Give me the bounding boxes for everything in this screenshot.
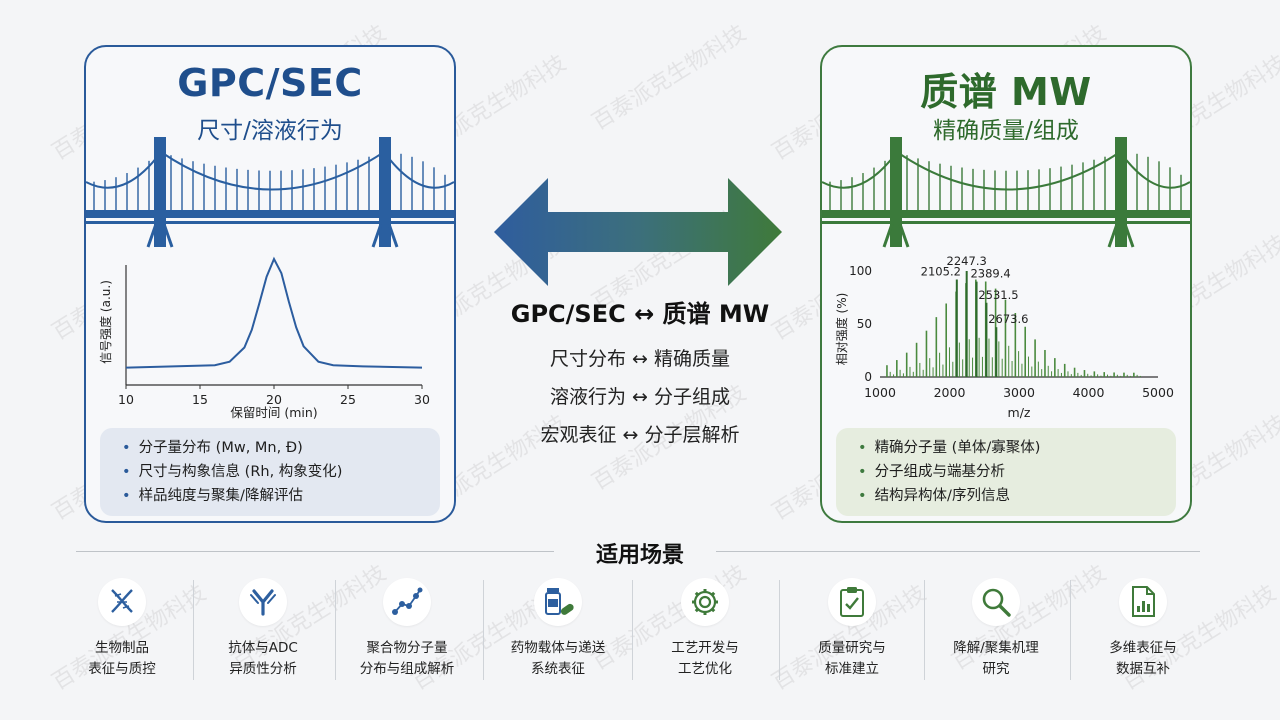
scenario-label-line: 生物制品: [95, 640, 149, 656]
ms-peak-label: 2247.3: [947, 254, 987, 268]
ms-peak-label: 2531.5: [978, 288, 1018, 302]
gpc-xtick-label: 15: [192, 392, 208, 407]
scenario-label-line: 表征与质控: [88, 661, 156, 677]
scenario-card: 聚合物分子量分布与组成解析: [336, 578, 478, 680]
scenario-label-line: 异质性分析: [229, 661, 297, 677]
comparison-title: GPC/SEC ↔ 质谱 MW: [510, 300, 770, 328]
scenario-separator: [924, 580, 925, 680]
scenario-label: 多维表征与数据互补: [1072, 638, 1214, 680]
scenario-separator: [778, 580, 780, 680]
gpc-xtick-label: 20: [266, 392, 282, 407]
gpc-xtick-label: 25: [340, 392, 356, 407]
gpc-trace: [125, 256, 423, 369]
scenario-card: 多维表征与数据互补: [1072, 578, 1214, 680]
gpc-sec-panel: GPC/SEC 尺寸/溶液行为 信号强度 (a.u.) 10 15 20 25 30 保…: [84, 45, 456, 523]
dna-icon: [98, 578, 146, 626]
scenario-label-line: 工艺开发与: [671, 640, 739, 656]
scenario-card: 生物制品表征与质控: [51, 578, 193, 680]
ms-ytick-label: 0: [864, 370, 872, 384]
scenario-separator: [335, 580, 336, 680]
ms-feature-item: •分子组成与端基分析: [858, 464, 1006, 480]
scenario-label: 质量研究与标准建立: [781, 638, 923, 680]
scenario-label-line: 质量研究与: [818, 640, 886, 656]
gpc-xtick-label: 10: [118, 392, 134, 407]
scenario-label: 聚合物分子量分布与组成解析: [336, 638, 478, 680]
scenario-label-line: 降解/聚集机理: [953, 640, 1039, 656]
ms-xtick-label: 5000: [1142, 385, 1174, 400]
scenario-label-line: 抗体与ADC: [228, 640, 298, 656]
watermark-text: 百泰派克生物科技: [588, 20, 751, 136]
ms-xtick-label: 1000: [864, 385, 896, 400]
scenario-label: 降解/聚集机理研究: [925, 638, 1067, 680]
scenario-separator: [482, 580, 484, 680]
gpc-xlabel: 保留时间 (min): [230, 405, 317, 420]
scenario-card: 质量研究与标准建立: [781, 578, 923, 680]
divider-right: [716, 551, 1200, 552]
ms-feature-list: •精确分子量 (单体/寡聚体) •分子组成与端基分析 •结构异构体/序列信息: [836, 428, 1176, 516]
clipboard-icon: [828, 578, 876, 626]
scenario-separator: [192, 580, 194, 680]
ms-title: 质谱 MW: [920, 70, 1092, 114]
scenario-label-line: 多维表征与: [1109, 640, 1177, 656]
ms-xtick-label: 3000: [1003, 385, 1035, 400]
scenario-label: 药物载体与递送系统表征: [487, 638, 629, 680]
antibody-icon: [239, 578, 287, 626]
scenario-separator: [1069, 580, 1071, 680]
document-chart-icon: [1119, 578, 1167, 626]
section-title: 适用场景: [595, 543, 684, 568]
gpc-ylabel: 信号强度 (a.u.): [98, 280, 113, 364]
gear-icon: [681, 578, 729, 626]
ms-xtick-label: 2000: [934, 385, 966, 400]
double-arrow-icon: [494, 178, 782, 286]
ms-subtitle: 精确质量/组成: [933, 118, 1079, 144]
scenario-label: 生物制品表征与质控: [51, 638, 193, 680]
scenario-card: 抗体与ADC 异质性分析: [192, 578, 334, 680]
ms-feature-item: •结构异构体/序列信息: [858, 488, 1010, 504]
ms-ytick-label: 100: [849, 264, 872, 278]
magnifier-icon: [972, 578, 1020, 626]
comparison-row: 溶液行为 ↔ 分子组成: [550, 386, 730, 408]
gpc-feature-item: •分子量分布 (Mw, Mn, Đ): [122, 440, 303, 456]
ms-peak-label: 2673.6: [988, 312, 1028, 326]
scenario-label-line: 系统表征: [531, 661, 585, 677]
bridge-icon-blue: [86, 137, 454, 248]
scenario-card: 药物载体与递送系统表征: [487, 578, 629, 680]
ms-peak-label: 2105.2: [921, 264, 961, 278]
ms-peak-label: 2389.4: [970, 267, 1010, 281]
drug-vial-icon: [534, 578, 582, 626]
scenario-label-line: 研究: [982, 661, 1010, 677]
gpc-sec-subtitle: 尺寸/溶液行为: [197, 118, 343, 144]
gpc-feature-item: •尺寸与构象信息 (Rh, 构象变化): [122, 464, 343, 480]
scenario-separator: [631, 580, 633, 680]
scenario-label-line: 数据互补: [1116, 661, 1170, 677]
gpc-feature-list: •分子量分布 (Mw, Mn, Đ) •尺寸与构象信息 (Rh, 构象变化) •…: [100, 428, 440, 516]
comparison-row: 宏观表征 ↔ 分子层解析: [540, 424, 740, 446]
divider-left: [76, 551, 554, 552]
scenario-card: 降解/聚集机理研究: [925, 578, 1067, 680]
bridge-icon-green: [822, 137, 1190, 248]
ms-ylabel: 相对强度 (%): [834, 293, 849, 366]
polymer-icon: [383, 578, 431, 626]
scenario-label-line: 分布与组成解析: [359, 661, 455, 677]
scenario-label-line: 聚合物分子量: [366, 640, 448, 656]
scenario-label-line: 标准建立: [825, 661, 879, 677]
ms-ytick-label: 50: [857, 317, 872, 331]
gpc-sec-title: GPC/SEC: [177, 61, 363, 105]
gpc-xtick-label: 30: [414, 392, 430, 407]
gpc-chromatogram: 信号强度 (a.u.) 10 15 20 25 30 保留时间 (min): [98, 256, 430, 420]
comparison-row: 尺寸分布 ↔ 精确质量: [550, 348, 730, 370]
ms-xtick-label: 4000: [1073, 385, 1105, 400]
scenario-label: 工艺开发与工艺优化: [634, 638, 776, 680]
gpc-feature-item: •样品纯度与聚集/降解评估: [122, 488, 303, 504]
scenario-card: 工艺开发与工艺优化: [634, 578, 776, 680]
scenario-label-line: 工艺优化: [678, 661, 732, 677]
ms-xlabel: m/z: [1008, 405, 1031, 420]
scenario-label-line: 药物载体与递送: [510, 640, 606, 656]
scenario-label: 抗体与ADC 异质性分析: [192, 638, 334, 680]
ms-feature-item: •精确分子量 (单体/寡聚体): [858, 440, 1041, 456]
